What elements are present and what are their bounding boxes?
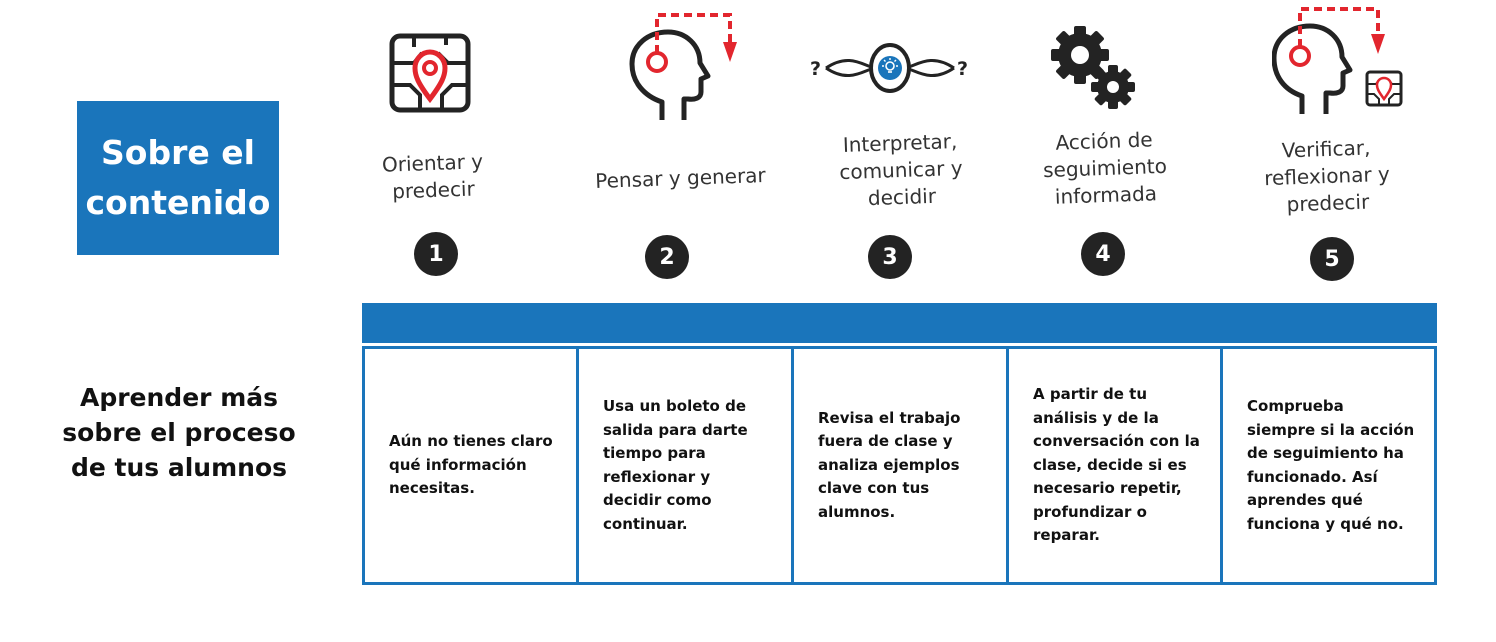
eye-question-right: ? (957, 58, 968, 80)
head-map-arrow-icon (1272, 7, 1403, 114)
table-cell-3-text: Revisa el trabajo fuera de clase y anali… (818, 408, 961, 521)
step-1-label-line-2: predecir (391, 176, 476, 204)
table-cell-4: A partir de tu análisis y de la conversa… (1006, 346, 1224, 585)
table-cell-1-text: Aún no tienes claro qué información nece… (389, 432, 553, 498)
eye-question-left: ? (810, 58, 821, 80)
map-pin-icon (389, 33, 471, 113)
process-heading-line-2: sobre el proceso (62, 418, 296, 447)
head-think-arrow-icon (629, 13, 737, 120)
step-3-label: Interpretar, comunicar y decidir (817, 127, 986, 214)
table-cell-5: Comprueba siempre si la acción de seguim… (1220, 346, 1437, 585)
content-box: Sobre el contenido (77, 101, 279, 255)
table-cell-1: Aún no tienes claro qué información nece… (362, 346, 579, 585)
step-5-number: 5 (1310, 237, 1354, 281)
step-4-label-line-2: seguimiento (1042, 153, 1168, 183)
table-cell-2: Usa un boleto de salida para darte tiemp… (576, 346, 794, 585)
step-1-label: Orientar y predecir (362, 148, 504, 207)
step-3-number: 3 (868, 235, 912, 279)
content-box-line-2: contenido (85, 183, 271, 222)
step-5-label: Verificar, reflexionar y predecir (1243, 133, 1412, 220)
process-heading: Aprender más sobre el proceso de tus alu… (48, 380, 310, 485)
process-heading-line-3: de tus alumnos (70, 453, 288, 482)
step-2-label-line-1: Pensar y generar (594, 163, 767, 193)
step-4-number: 4 (1081, 232, 1125, 276)
gears-icon (1051, 26, 1135, 109)
table-cell-2-text: Usa un boleto de salida para darte tiemp… (603, 397, 748, 533)
table-cell-5-text: Comprueba siempre si la acción de seguim… (1247, 397, 1415, 533)
process-heading-line-1: Aprender más (79, 383, 278, 412)
step-2-label: Pensar y generar (578, 161, 784, 195)
table-cell-3: Revisa el trabajo fuera de clase y anali… (791, 346, 1009, 585)
table-cell-4-text: A partir de tu análisis y de la conversa… (1033, 385, 1200, 545)
step-1-number: 1 (414, 232, 458, 276)
table-header-bar (362, 303, 1437, 343)
step-5-label-line-2: reflexionar y (1263, 161, 1391, 191)
step-2-number: 2 (645, 235, 689, 279)
content-box-line-1: Sobre el (101, 133, 255, 172)
step-4-label: Acción de seguimiento informada (1021, 125, 1190, 212)
step-1-label-line-1: Orientar y (381, 149, 484, 177)
eye-lightbulb-icon: ? ? (810, 43, 968, 93)
step-3-label-line-2: comunicar y (838, 155, 964, 185)
